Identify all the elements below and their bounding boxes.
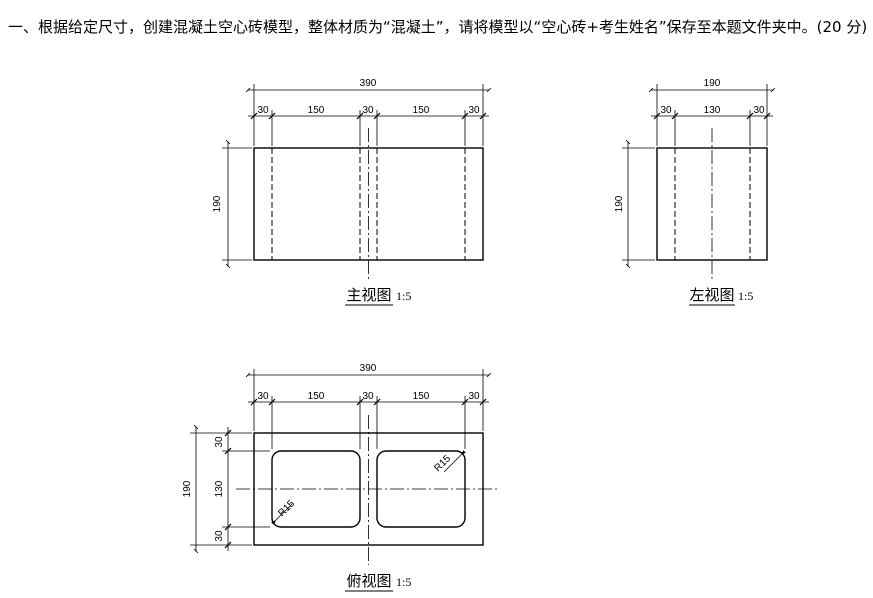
left-dim-overall-width: 190 [704,78,721,89]
left-view-caption: 左视图 [689,286,734,304]
front-dim-seg1: 30 [257,105,269,116]
top-dim-d3: 30 [214,530,225,542]
top-view-caption: 俯视图 [346,572,391,590]
left-view-scale: 1:5 [738,289,753,303]
left-dim-seg3: 30 [753,105,765,116]
front-dim-seg5: 30 [468,105,480,116]
left-dim-height: 190 [614,195,625,212]
front-view-caption: 主视图 [346,286,391,304]
top-dim-seg2: 150 [308,391,325,402]
left-dim-seg2: 130 [704,105,721,116]
top-dim-radius-right: R15 [432,453,453,474]
front-dim-seg2: 150 [308,105,325,116]
left-view: 190 30 130 30 190 左视图 1:5 [614,78,776,306]
top-dim-d1: 30 [214,436,225,448]
top-dim-overall-depth: 190 [182,480,193,497]
top-view: R15 R15 390 30 150 30 150 30 190 [182,363,500,592]
front-dim-seg3: 30 [362,105,374,116]
top-dim-seg1: 30 [257,391,269,402]
top-dim-seg5: 30 [468,391,480,402]
left-dim-seg1: 30 [660,105,672,116]
top-dim-seg4: 150 [413,391,430,402]
top-view-scale: 1:5 [396,575,411,589]
front-view-scale: 1:5 [396,289,411,303]
question-text: 一、根据给定尺寸，创建混凝土空心砖模型，整体材质为“混凝土”，请将模型以“空心砖… [8,18,868,36]
top-dim-overall-width: 390 [360,363,377,374]
front-dim-seg4: 150 [413,105,430,116]
front-view: 390 30 150 30 150 30 190 主视图 1:5 [212,78,492,306]
front-dim-overall-width: 390 [360,78,377,89]
top-dim-seg3: 30 [362,391,374,402]
top-dim-d2: 130 [214,480,225,497]
front-dim-height: 190 [212,195,223,212]
